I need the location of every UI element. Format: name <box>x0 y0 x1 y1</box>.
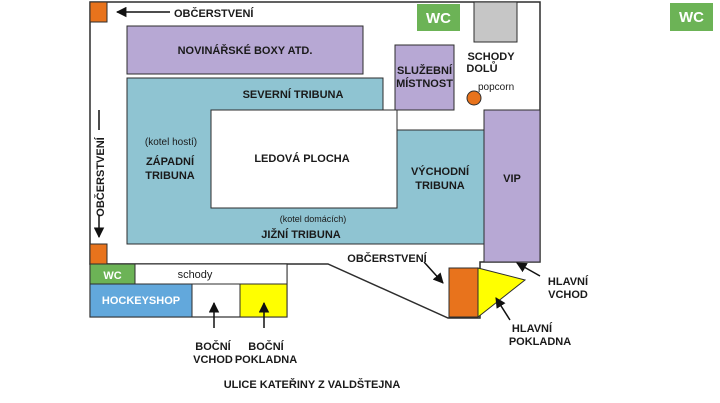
arrow-icon <box>495 297 511 321</box>
arrow-icon <box>516 262 541 277</box>
arrow-icon <box>423 261 444 284</box>
wc-small-label: WC <box>103 270 121 282</box>
west-stand-note: (kotel hostí) <box>145 137 197 148</box>
refreshment-left-label: OBČERSTVENÍ <box>94 136 107 216</box>
stairs-down-box <box>473 1 518 43</box>
main-ticket-triangle <box>477 267 527 319</box>
wc-corner-box <box>670 3 713 31</box>
ice-rink-label: LEDOVÁ PLOCHA <box>254 152 349 165</box>
wc-top-label: WC <box>426 10 451 27</box>
ice-rink-area <box>210 109 398 209</box>
south-stand-label: JIŽNÍ TRIBUNA <box>261 228 341 241</box>
refreshment-left-box <box>89 243 108 265</box>
side-entrance-label-1: BOČNÍ <box>195 340 231 353</box>
stairs-down-label-1: SCHODY <box>467 51 515 63</box>
staff-room-label-1: SLUŽEBNÍ <box>397 64 453 77</box>
west-stand-label-2: TRIBUNA <box>145 170 195 182</box>
east-stand-label-1: VÝCHODNÍ <box>411 165 470 178</box>
stairs-down-label-2: DOLŮ <box>466 61 497 75</box>
street-label: ULICE KATEŘINY Z VALDŠTEJNA <box>224 378 401 391</box>
vip-label: VIP <box>503 173 521 185</box>
refreshment-top-left-box <box>89 1 108 23</box>
side-entrance-label-2: VCHOD <box>193 354 233 366</box>
press-boxes-area <box>126 25 364 75</box>
side-ticket-label-2: POKLADNA <box>235 354 297 366</box>
refreshment-right-box <box>448 267 479 318</box>
main-entrance-label-1: HLAVNÍ <box>548 275 589 288</box>
popcorn-stand <box>466 90 482 106</box>
main-entrance-label-2: VCHOD <box>548 289 588 301</box>
north-stand-label: SEVERNÍ TRIBUNA <box>243 88 344 101</box>
hockeyshop-label: HOCKEYSHOP <box>102 295 180 307</box>
refreshment-right-label: OBČERSTVENÍ <box>347 252 427 265</box>
hockeyshop-box <box>89 283 193 318</box>
west-stand-label-1: ZÁPADNÍ <box>146 155 195 168</box>
south-stand-note: (kotel domácích) <box>280 214 347 224</box>
wc-corner-label: WC <box>679 9 704 26</box>
stairs-label: schody <box>178 269 213 281</box>
wc-top-box <box>417 4 460 31</box>
staff-room-label-2: MÍSTNOST <box>396 77 453 90</box>
press-boxes-label: NOVINÁŘSKÉ BOXY ATD. <box>178 44 313 57</box>
side-ticket-label-1: BOČNÍ <box>248 340 284 353</box>
east-stand-label-2: TRIBUNA <box>415 180 465 192</box>
stairs-box <box>134 263 288 285</box>
popcorn-label: popcorn <box>478 82 514 93</box>
vip-area <box>483 109 541 263</box>
staff-room-area <box>394 44 455 111</box>
main-ticket-label-1: HLAVNÍ <box>512 322 553 335</box>
refreshment-top-label: OBČERSTVENÍ <box>174 7 254 20</box>
main-ticket-label-2: POKLADNA <box>509 336 571 348</box>
